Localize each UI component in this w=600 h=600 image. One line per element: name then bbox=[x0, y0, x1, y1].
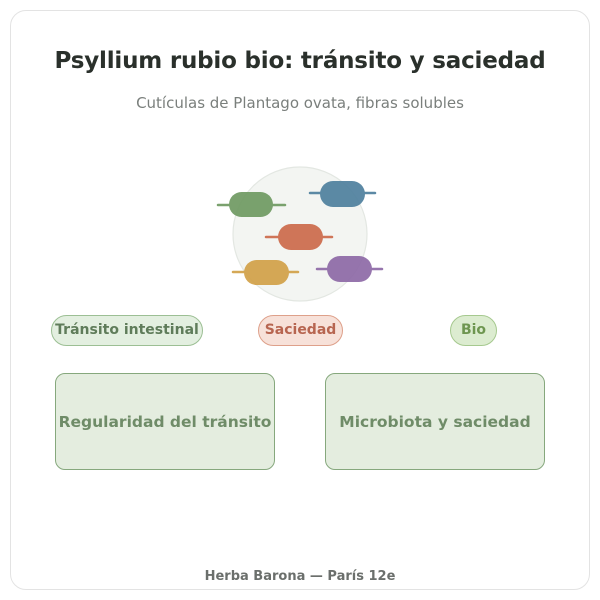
benefit-box-label: Regularidad del tránsito bbox=[58, 412, 272, 431]
benefit-box-label: Microbiota y saciedad bbox=[339, 412, 531, 431]
page-title: Psyllium rubio bio: tránsito y saciedad bbox=[54, 48, 546, 74]
tag-transito-intestinal: Tránsito intestinal bbox=[51, 315, 203, 346]
page-subtitle: Cutículas de Plantago ovata, fibras solu… bbox=[136, 94, 464, 112]
benefit-box-regularidad: Regularidad del tránsito bbox=[55, 373, 275, 470]
footer-text: Herba Barona — París 12e bbox=[204, 569, 396, 584]
tag-saciedad: Saciedad bbox=[258, 315, 343, 346]
benefit-box-microbiota: Microbiota y saciedad bbox=[325, 373, 545, 470]
tag-bio: Bio bbox=[450, 315, 497, 346]
